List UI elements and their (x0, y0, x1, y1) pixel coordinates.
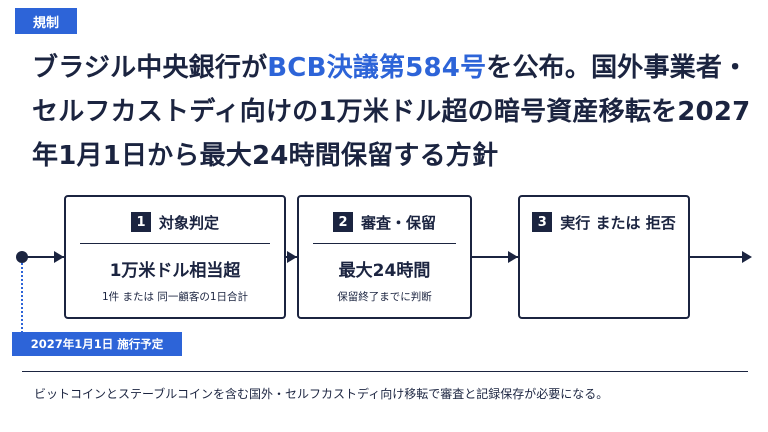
effective-date-badge: 2027年1月1日 施行予定 (12, 332, 182, 356)
step-divider (313, 243, 456, 244)
arrow-end (742, 251, 752, 263)
step-number-badge: 3 (532, 212, 553, 232)
footnote-text: ビットコインとステーブルコインを含む国外・セルフカストディ向け移転で審査と記録保… (34, 387, 609, 401)
step-box-2: 2 審査・保留 最大24時間 保留終了までに判断 (297, 195, 472, 319)
step-divider (80, 243, 270, 244)
arrow-to-step-3 (508, 251, 518, 263)
step-header: 2 審査・保留 (299, 203, 470, 241)
step-title: 審査・保留 (360, 213, 436, 232)
step-title: 対象判定 (158, 213, 219, 232)
step-sub-text: 保留終了までに判断 (337, 291, 432, 303)
step-title: 実行 または 拒否 (560, 213, 676, 232)
step-main-text: 1万米ドル相当超 (109, 261, 241, 281)
headline-part-2: を公布。国外事業者・セルフカストディ向けの1万米ドル超の暗号資産移転を2027年… (32, 53, 751, 171)
step-number-badge: 2 (332, 212, 353, 232)
step-box-1: 1 対象判定 1万米ドル相当超 1件 または 同一顧客の1日合計 (64, 195, 286, 319)
headline: ブラジル中央銀行がBCB決議第584号を公布。国外事業者・セルフカストディ向けの… (32, 46, 752, 178)
step-main-text: 最大24時間 (338, 261, 431, 281)
arrow-to-step-1 (54, 251, 64, 263)
timeline-connector (21, 263, 23, 333)
category-tag: 規制 (15, 8, 77, 34)
headline-part-1: ブラジル中央銀行が (32, 53, 268, 83)
step-header: 3 実行 または 拒否 (520, 203, 688, 241)
headline-highlight: BCB決議第584号 (267, 53, 487, 83)
step-header: 1 対象判定 (66, 203, 284, 241)
step-box-3: 3 実行 または 拒否 (518, 195, 690, 319)
step-number-badge: 1 (130, 212, 151, 232)
footer-divider (22, 371, 748, 372)
arrow-to-step-2 (287, 251, 297, 263)
flow-start-dot (16, 251, 28, 263)
step-sub-text: 1件 または 同一顧客の1日合計 (101, 291, 249, 303)
